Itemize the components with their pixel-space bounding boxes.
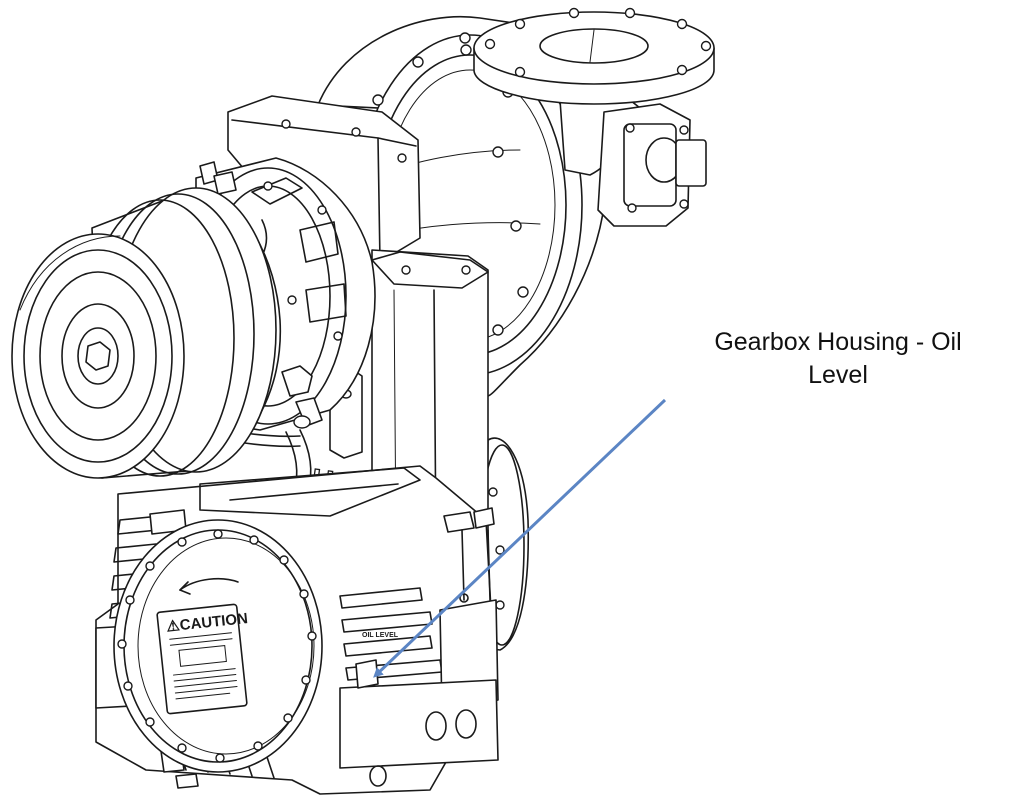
- callout-label-line-1: Gearbox Housing - Oil: [714, 328, 962, 356]
- drive-pulley: [11, 187, 282, 479]
- gearbox-cover: ⚠CAUTION: [113, 519, 323, 773]
- top-flange: [459, 7, 715, 105]
- callout-label: Gearbox Housing - Oil Level: [660, 326, 1016, 392]
- discharge-elbow: [559, 89, 707, 227]
- cover-bolts: [117, 529, 317, 763]
- callout-label-line-2: Level: [808, 361, 868, 389]
- bearing-bracket: [227, 95, 421, 263]
- caution-plate-text-lines: [169, 632, 238, 700]
- oil-level-marking: OIL LEVEL: [362, 632, 399, 639]
- volute-bolts: [372, 44, 529, 336]
- callout-arrow: [373, 398, 667, 678]
